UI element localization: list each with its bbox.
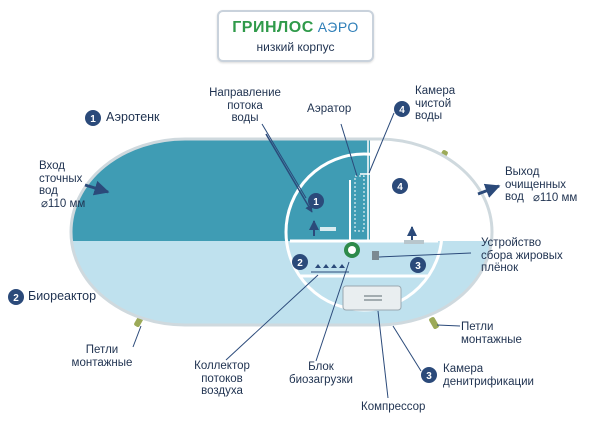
inner-badges [292,178,426,273]
badge-clean-chamber: 4 [399,105,405,116]
inner-module [284,152,444,312]
brand-name: ГРИНЛОС [232,19,314,36]
flow-arrow [265,133,313,213]
label-clean-chamber: Камера чистой воды [415,85,456,122]
badge-denitrification: 3 [426,371,432,382]
label-aerator: Аэратор [307,103,352,115]
label-denitrification: Камера денитрификации [443,363,534,388]
label-compressor: Компрессор [361,401,426,413]
label-aerotank: Аэротенк [106,110,160,124]
label-bioreactor: Биореактор [28,289,97,303]
outlet-arrow [477,183,501,198]
brand-model: АЭРО [317,19,359,35]
label-fat-device: Устройство сбора жировых плёнок [481,237,563,274]
label-air-collector: Коллектор потоков воздуха [194,360,250,397]
badge-inner-2: 2 [297,258,303,269]
tank-body [71,139,492,325]
badge-bioreactor: 2 [13,293,19,304]
badge-inner-4: 4 [397,182,403,193]
label-outlet-size: ⌀110 мм [533,192,578,204]
label-loops-right: Петли монтажные [461,321,522,346]
badge-inner-3: 3 [415,261,421,272]
label-loops-left: Петли монтажные [71,344,133,369]
brand-subtitle: низкий корпус [256,40,335,54]
outer-badges [8,101,437,383]
leader-lines [132,112,472,399]
label-bioload: Блок биозагрузки [289,361,353,386]
label-flow-direction: Направление потока воды [209,87,281,124]
label-inlet: Вход сточных вод [39,160,83,197]
label-inlet-size: ⌀110 мм [41,198,86,210]
badge-inner-1: 1 [313,197,319,208]
label-outlet: Выход очищенных вод [505,166,567,203]
badge-aerotank: 1 [90,114,96,125]
inlet-arrow [84,180,110,196]
